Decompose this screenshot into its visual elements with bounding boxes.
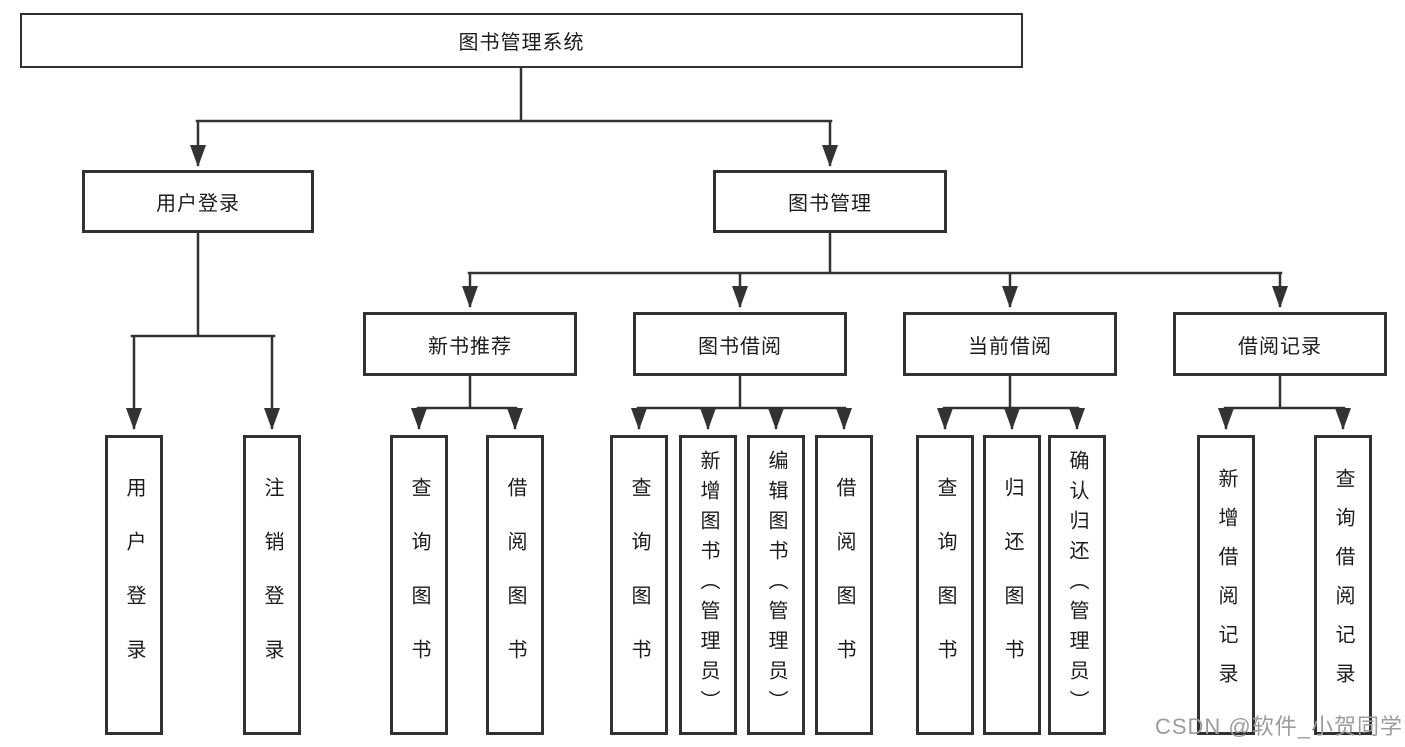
node-label: 查询图书: [628, 477, 650, 693]
edge: [467, 231, 1283, 275]
node-new-book-recommend: 新书推荐: [363, 312, 577, 376]
node-label: 新增借阅记录: [1215, 468, 1237, 702]
leaf-recommend-borrow-books: 借阅图书: [486, 435, 544, 735]
node-label: 借阅记录: [1238, 335, 1322, 358]
leaf-records-query: 查询借阅记录: [1314, 435, 1372, 735]
node-root-system: 图书管理系统: [20, 13, 1023, 68]
leaf-user-login: 用户登录: [105, 435, 163, 735]
leaf-borrow-add-books-admin: 新增图书（管理员）: [679, 435, 737, 735]
node-label: 查询图书: [408, 477, 430, 693]
node-label: 确认归还（管理员）: [1066, 450, 1088, 720]
leaf-borrow-query-books: 查询图书: [610, 435, 668, 735]
node-label: 当前借阅: [968, 335, 1052, 358]
node-label: 新书推荐: [428, 335, 512, 358]
node-label: 图书借阅: [698, 335, 782, 358]
node-label: 用户登录: [123, 477, 145, 693]
edge: [1223, 374, 1346, 410]
edge-trunks: [130, 66, 1346, 410]
leaf-logout: 注销登录: [243, 435, 301, 735]
leaf-current-return-books: 归还图书: [983, 435, 1041, 735]
edge: [416, 374, 518, 410]
edge: [195, 66, 833, 123]
node-user-login: 用户登录: [82, 170, 314, 233]
leaf-current-confirm-return-admin: 确认归还（管理员）: [1048, 435, 1106, 735]
node-label: 借阅图书: [504, 477, 526, 693]
node-label: 查询借阅记录: [1332, 468, 1354, 702]
node-label: 注销登录: [261, 477, 283, 693]
node-label: 编辑图书（管理员）: [765, 450, 787, 720]
node-label: 新增图书（管理员）: [697, 450, 719, 720]
node-current-borrow: 当前借阅: [903, 312, 1117, 376]
leaf-borrow-lend-books: 借阅图书: [815, 435, 873, 735]
leaf-borrow-edit-books-admin: 编辑图书（管理员）: [747, 435, 805, 735]
node-label: 借阅图书: [833, 477, 855, 693]
node-label: 归还图书: [1001, 477, 1023, 693]
node-book-borrow: 图书借阅: [633, 312, 847, 376]
node-book-management: 图书管理: [713, 170, 947, 233]
node-borrow-records: 借阅记录: [1173, 312, 1387, 376]
node-label: 查询图书: [934, 477, 956, 693]
edge-arrows: [126, 121, 1351, 430]
leaf-recommend-query-books: 查询图书: [390, 435, 448, 735]
node-label: 图书管理: [788, 193, 872, 215]
edge: [942, 374, 1080, 410]
edge: [636, 374, 847, 410]
edge: [130, 231, 276, 338]
node-label: 用户登录: [156, 193, 240, 215]
csdn-watermark: CSDN @软件_小贺同学: [1154, 714, 1403, 739]
node-label: 图书管理系统: [458, 32, 585, 54]
leaf-current-query-books: 查询图书: [916, 435, 974, 735]
leaf-records-add: 新增借阅记录: [1197, 435, 1255, 735]
